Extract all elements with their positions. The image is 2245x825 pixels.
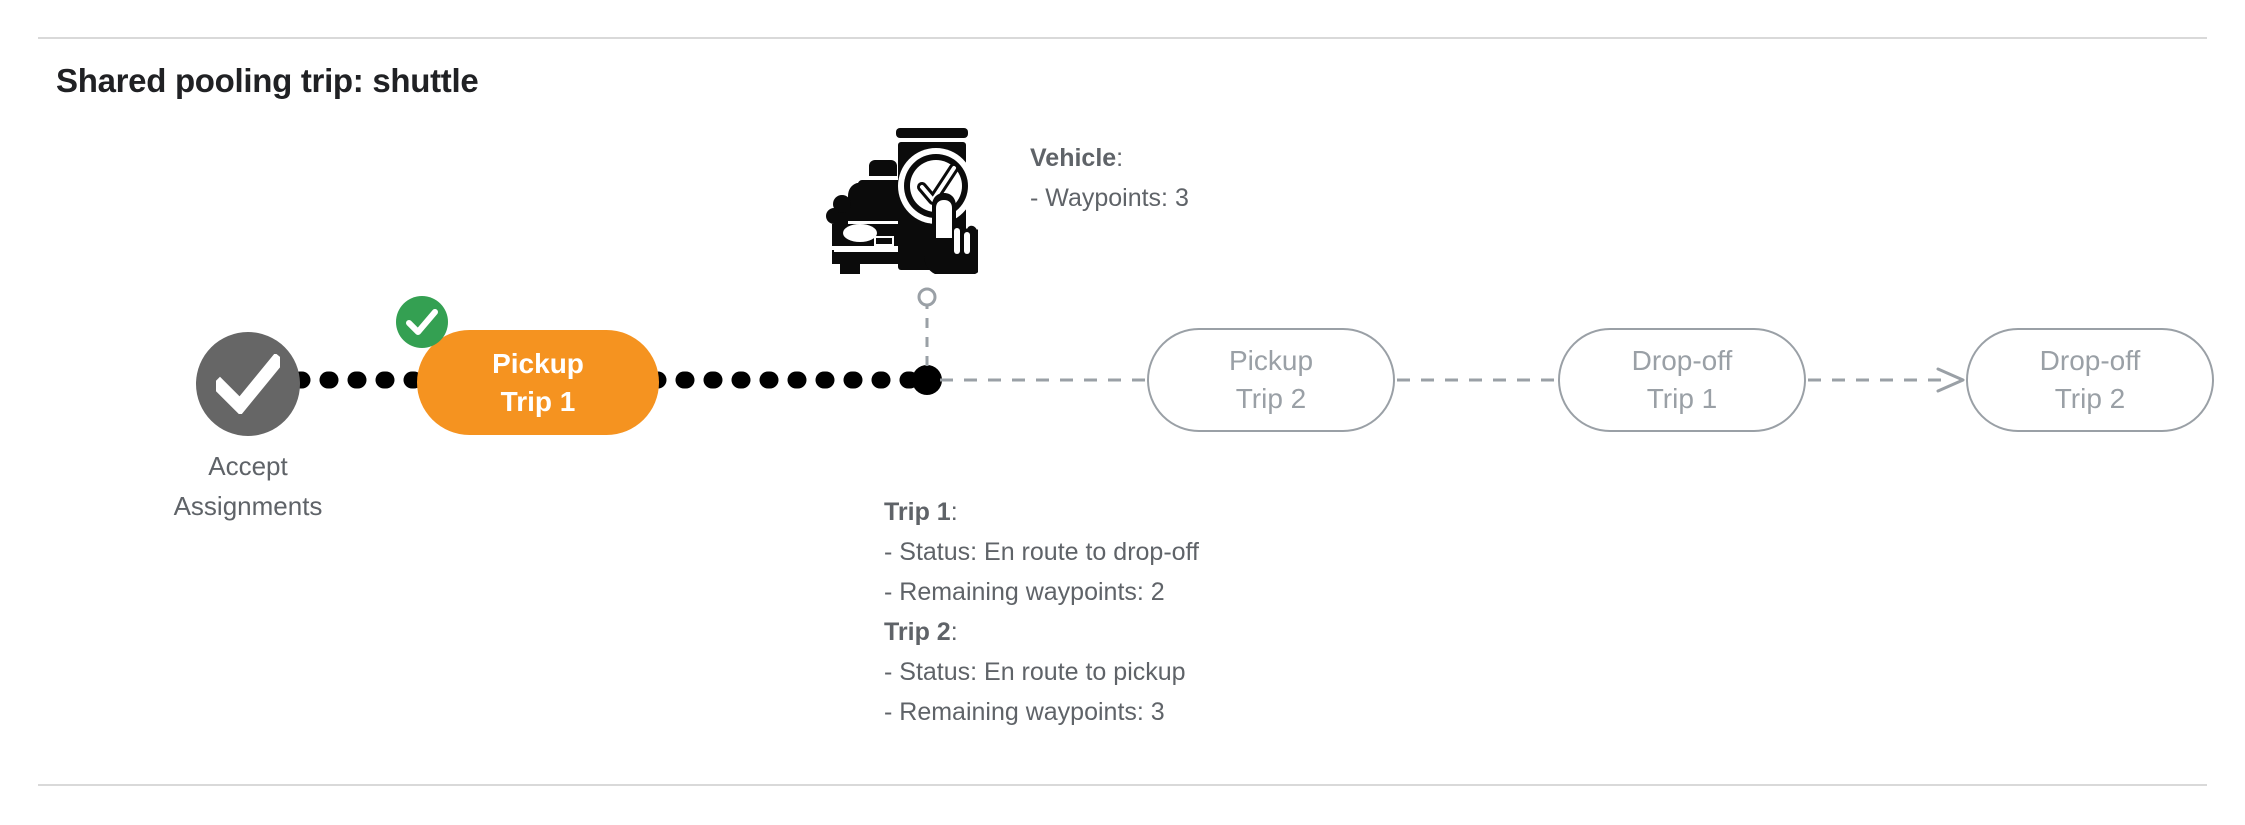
dropoff-trip-1-line-1: Drop-off <box>1631 345 1733 376</box>
check-icon <box>216 354 280 414</box>
annotation-trip-2-heading: Trip 2 <box>884 618 951 646</box>
node-accept-assignments-label: Accept Assignments <box>98 446 398 526</box>
accept-label-line-1: Accept <box>208 451 288 481</box>
node-pickup-trip-2[interactable]: Pickup Trip 2 <box>1147 328 1395 432</box>
annotation-vehicle-heading-row: Vehicle: <box>1030 138 1189 178</box>
dashed-vertical-connector <box>917 287 937 366</box>
annotation-trip-1-status: - Status: En route to drop-off <box>884 538 1199 566</box>
annotation-trip-1-heading: Trip 1 <box>884 498 951 526</box>
vehicle-app-check-icon <box>826 128 978 274</box>
annotation-vehicle-waypoints: - Waypoints: 3 <box>1030 184 1189 212</box>
annotation-vehicle-heading: Vehicle <box>1030 144 1117 172</box>
dropoff-trip-2-line-2: Trip 2 <box>2054 383 2126 414</box>
arrowhead-icon <box>1936 367 1965 393</box>
annotation-trip-2-status: - Status: En route to pickup <box>884 658 1186 686</box>
pickup-trip-1-line-1: Pickup <box>492 347 584 379</box>
annotation-vehicle: Vehicle: - Waypoints: 3 <box>1030 138 1189 218</box>
annotation-trip-2-waypoints: - Remaining waypoints: 3 <box>884 698 1165 726</box>
dropoff-trip-1-line-2: Trip 1 <box>1646 383 1718 414</box>
page-title: Shared pooling trip: shuttle <box>56 62 479 99</box>
node-pickup-trip-1[interactable]: Pickup Trip 1 <box>417 330 659 435</box>
node-accept-assignments[interactable] <box>196 332 300 436</box>
annotation-trip-1-heading-suffix: : <box>950 498 958 526</box>
annotation-trip-2-heading-suffix: : <box>950 618 958 646</box>
vehicle-position-dot <box>912 365 942 395</box>
pickup-trip-1-line-2: Trip 1 <box>500 385 576 417</box>
path-dropoff1-to-dropoff2 <box>1808 367 1965 393</box>
divider-top <box>38 37 2207 39</box>
accept-label-line-2: Assignments <box>173 491 323 521</box>
pickup-trip-2-line-2: Trip 2 <box>1235 383 1307 414</box>
annotation-trips: Trip 1: - Status: En route to drop-off -… <box>884 492 1199 732</box>
check-badge-icon <box>396 296 448 348</box>
annotation-trip-1-waypoints: - Remaining waypoints: 2 <box>884 578 1165 606</box>
divider-bottom <box>38 784 2207 786</box>
node-dropoff-trip-1[interactable]: Drop-off Trip 1 <box>1558 328 1806 432</box>
annotation-vehicle-heading-suffix: : <box>1116 144 1124 172</box>
annotation-trip-2-heading-row: Trip 2: <box>884 612 1199 652</box>
dropoff-trip-2-line-1: Drop-off <box>2039 345 2141 376</box>
pickup-trip-2-line-1: Pickup <box>1228 345 1314 376</box>
annotation-trip-1-heading-row: Trip 1: <box>884 492 1199 532</box>
node-dropoff-trip-2[interactable]: Drop-off Trip 2 <box>1966 328 2214 432</box>
